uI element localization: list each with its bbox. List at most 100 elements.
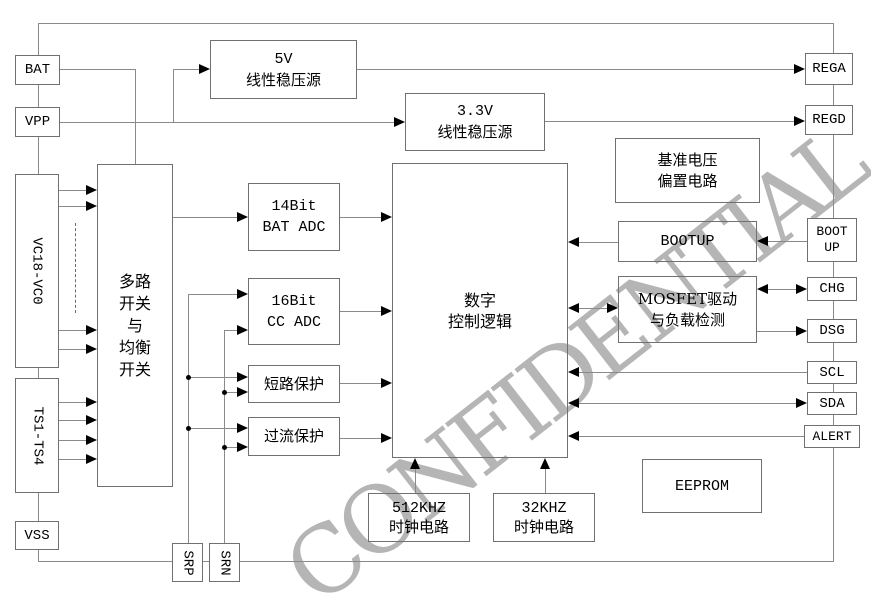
wire-sda-logic: [579, 403, 796, 404]
block-overcurrent-protection: 过流保护: [248, 417, 340, 456]
junction-dot: [186, 426, 191, 431]
wire-srn-sense: [224, 330, 225, 543]
block-clock-32khz: 32KHZ 时钟电路: [493, 493, 595, 542]
pin-vc18-vc0-label: VC18-VC0: [29, 237, 45, 305]
block-cc-adc-line1: 16Bit: [271, 292, 317, 310]
wire-vc-3: [59, 330, 86, 331]
pin-vss-label: VSS: [24, 527, 50, 544]
block-vref-bias-line1: 基准电压: [657, 150, 718, 169]
block-3v3-regulator-line2: 线性稳压源: [437, 123, 513, 141]
pin-vpp: VPP: [15, 107, 60, 137]
wire-srn-to-oc: [224, 447, 237, 448]
arrowhead: [86, 344, 97, 354]
arrowhead: [86, 397, 97, 407]
block-mux-line5: 开关: [118, 359, 151, 379]
wire-vc-4: [59, 349, 86, 350]
block-3v3-regulator: 3.3V 线性稳压源: [405, 93, 545, 151]
pin-sda: SDA: [807, 392, 857, 415]
arrowhead: [796, 326, 807, 336]
block-bat-adc-line1: 14Bit: [271, 198, 317, 215]
block-clock-512khz: 512KHZ 时钟电路: [368, 493, 470, 542]
wire-short-to-logic: [340, 383, 381, 384]
block-digital-control-logic-line2: 控制逻辑: [447, 311, 512, 331]
arrowhead: [381, 212, 392, 222]
pin-bootup: BOOT UP: [807, 218, 857, 262]
block-5v-regulator: 5V 线性稳压源: [210, 40, 357, 99]
arrowhead: [86, 325, 97, 335]
arrowhead: [540, 458, 550, 469]
arrowhead: [794, 64, 805, 74]
pin-vc18-vc0: VC18-VC0: [15, 174, 59, 368]
block-mosfet-driver-line1: MOSFET驱动: [637, 289, 738, 308]
block-eeprom-label: EEPROM: [674, 477, 729, 495]
block-5v-regulator-line2: 线性稳压源: [245, 70, 321, 89]
arrowhead: [86, 435, 97, 445]
block-mux-balance-switch: 多路 开关 与 均衡 开关: [97, 164, 173, 487]
block-bat-adc: 14Bit BAT ADC: [248, 183, 340, 251]
wire-batadc-to-logic: [340, 217, 381, 218]
arrowhead: [568, 367, 579, 377]
wire-mosfet-dsg: [757, 331, 796, 332]
wire-mosfet-chg: [768, 289, 796, 290]
block-mux-line3: 与: [126, 315, 143, 335]
wire-bootup-to-logic: [579, 242, 618, 243]
block-mosfet-driver-line2: 与负载检测: [649, 310, 725, 329]
block-overcurrent-protection-label: 过流保护: [263, 427, 324, 445]
wire-reg33-to-regd: [545, 121, 794, 122]
pin-ts1-ts4: TS1-TS4: [15, 378, 59, 493]
block-clock-32khz-line1: 32KHZ: [521, 499, 567, 517]
junction-dot: [222, 445, 227, 450]
wire-ts-4: [59, 459, 86, 460]
arrowhead: [86, 201, 97, 211]
pin-bootup-label-line1: BOOT: [816, 224, 848, 239]
wire-bat-to-mux: [135, 69, 136, 164]
pin-regd: REGD: [805, 105, 853, 135]
arrowhead: [237, 289, 248, 299]
arrowhead: [757, 236, 768, 246]
junction-dot: [186, 375, 191, 380]
arrowhead: [199, 64, 210, 74]
arrowhead: [237, 212, 248, 222]
pin-vpp-label: VPP: [24, 114, 51, 130]
pin-rega: REGA: [805, 53, 853, 85]
arrowhead: [237, 442, 248, 452]
wire-srp-sense: [188, 294, 189, 543]
pin-dsg: DSG: [807, 319, 857, 343]
arrowhead: [237, 372, 248, 382]
arrowhead: [381, 306, 392, 316]
pin-vss: VSS: [15, 521, 59, 550]
block-cc-adc-line2: CC ADC: [266, 313, 321, 331]
arrowhead: [237, 325, 248, 335]
pin-rega-label: REGA: [812, 61, 846, 77]
arrowhead: [794, 116, 805, 126]
block-digital-control-logic-line1: 数字: [463, 290, 496, 310]
pin-bootup-label-line2: UP: [824, 240, 840, 255]
block-short-circuit-protection: 短路保护: [248, 365, 340, 403]
pin-dsg-label: DSG: [819, 323, 845, 339]
arrowhead: [796, 284, 807, 294]
wire-riser-reg5: [173, 69, 174, 122]
wire-ts-1: [59, 402, 86, 403]
pin-alert-label: ALERT: [812, 429, 852, 444]
wire-vc-2: [59, 206, 86, 207]
wire-alert-to-logic: [579, 436, 804, 437]
pin-regd-label: REGD: [812, 112, 846, 128]
block-vref-bias: 基准电压 偏置电路: [615, 138, 760, 203]
wire-clk512-to-logic: [415, 468, 416, 493]
block-clock-512khz-line2: 时钟电路: [388, 517, 449, 536]
junction-dot: [222, 390, 227, 395]
wire-logic-mosfet: [579, 308, 607, 309]
pin-sda-label: SDA: [819, 395, 845, 412]
wire-srn-to-ccadc: [224, 330, 237, 331]
wire-vpp-to-reg33: [60, 122, 394, 123]
pin-ts1-ts4-label: TS1-TS4: [29, 406, 45, 465]
wire-bat-right: [60, 69, 136, 70]
block-3v3-regulator-line1: 3.3V: [456, 103, 493, 120]
arrowhead: [568, 303, 579, 313]
pin-scl: SCL: [807, 361, 857, 384]
block-mux-line4: 均衡: [118, 337, 151, 357]
arrowhead: [757, 284, 768, 294]
pin-bat: BAT: [15, 55, 60, 85]
block-bootup-label: BOOTUP: [660, 233, 715, 250]
